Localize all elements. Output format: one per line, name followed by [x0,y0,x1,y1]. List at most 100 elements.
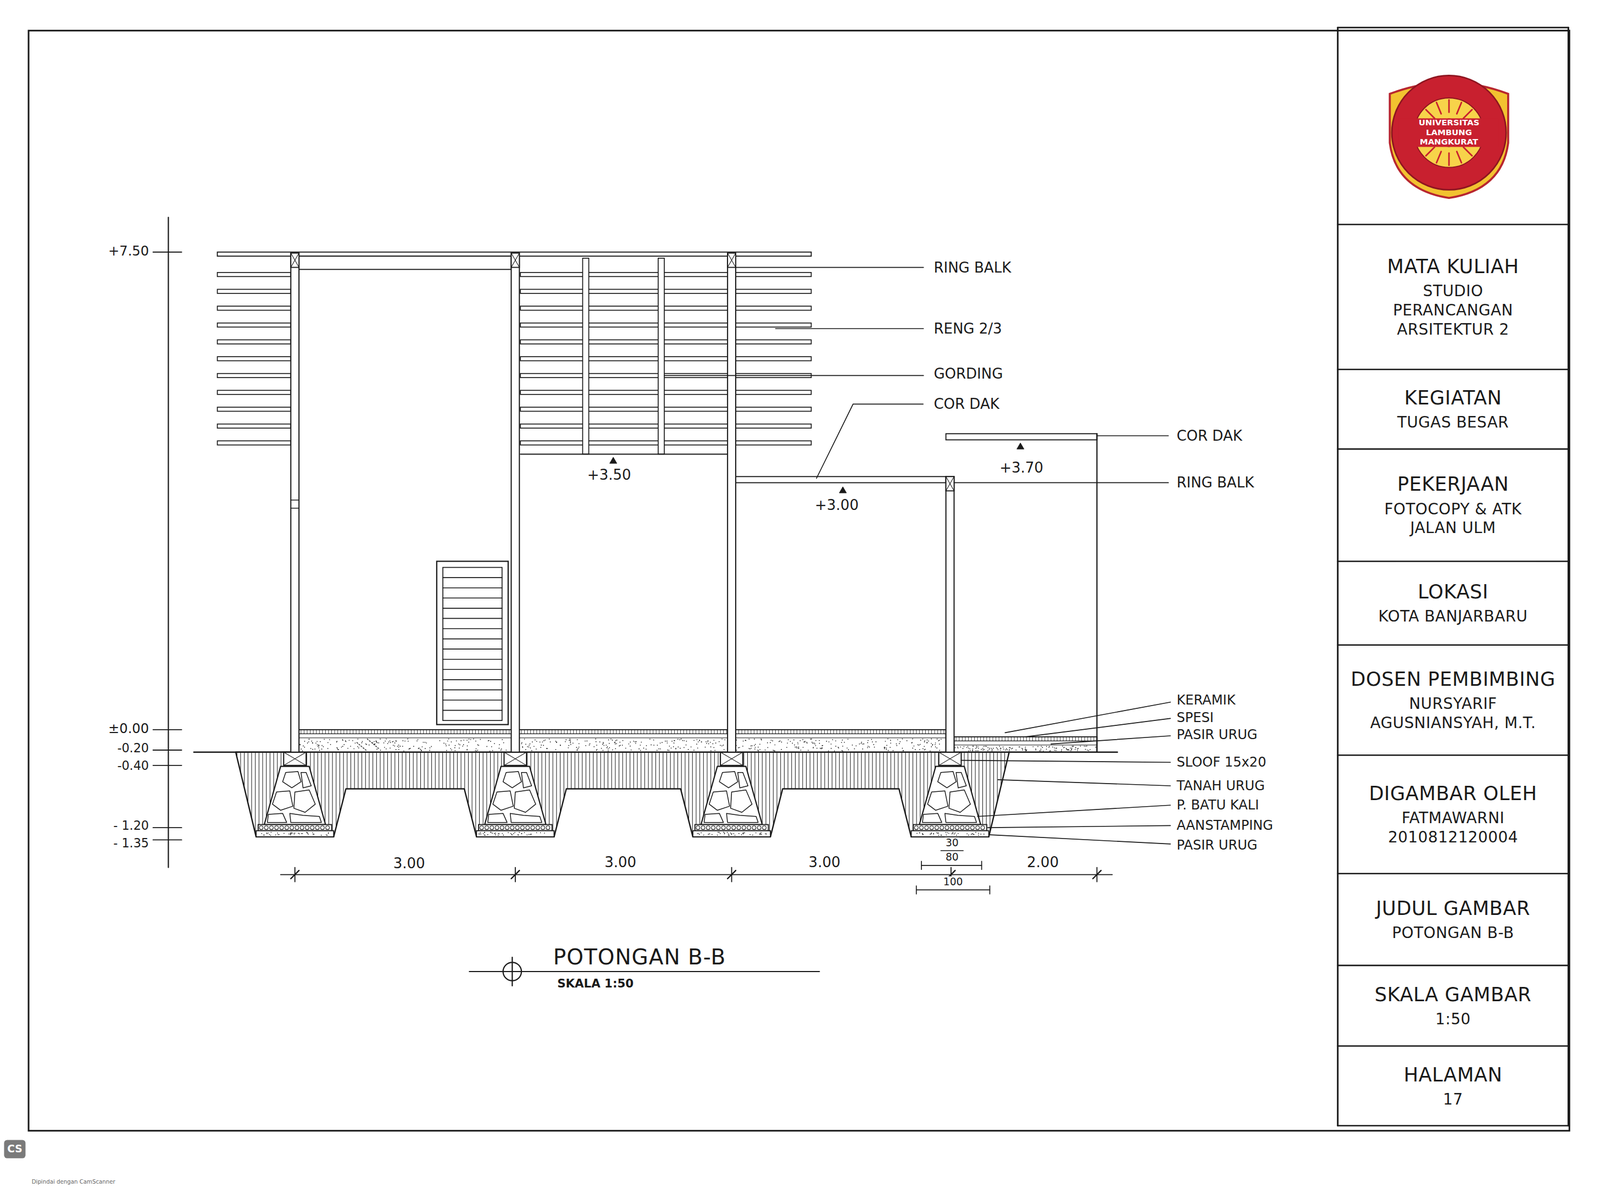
sand-dot [328,832,330,834]
sand-dot [847,749,849,751]
sand-dot [957,747,959,749]
sand-dot [487,834,489,836]
sand-dot [503,742,505,744]
sand-dot [675,748,677,750]
louvre-slat [442,709,503,711]
sand-dot [536,831,538,833]
sand-dot [357,746,359,748]
keramik-hatch [668,729,669,734]
keramik-hatch [800,729,801,734]
excavation-outline [235,752,1010,837]
foundation [256,752,334,837]
sand-dot [458,747,460,749]
sand-dot [420,750,422,752]
sand-dot [596,748,598,750]
aanstamping-stone [310,825,315,830]
sand-dot [749,748,751,750]
elevation-label: -0.20 [115,741,150,755]
logo-watermark-text: UNIVERSITAS LAMBUNG MANGKURAT [1398,118,1499,147]
keramik-hatch [398,729,400,734]
column [946,476,955,752]
sand-dot [389,740,391,742]
sand-dot [424,747,426,749]
sand-dot [628,743,630,745]
sand-dot [930,742,932,744]
dimension-label: 3.00 [603,854,638,871]
sand-dot [569,741,571,743]
keramik-hatch [998,736,1000,741]
keramik-hatch [457,729,458,734]
sand-dot [1084,745,1086,747]
sand-dot [614,743,616,745]
sand-dot [705,741,707,743]
sand-dot [493,832,496,835]
aanstamping-stone [701,825,705,830]
sand-dot [1040,748,1042,750]
title-block-line [1337,223,1569,226]
callout-label: RENG 2/3 [932,320,1003,337]
keramik-hatch [444,729,446,734]
sand-dot [1063,747,1065,749]
reng-slat [217,440,292,445]
keramik-hatch [469,729,470,734]
floor-layers [953,736,1097,753]
aanstamping-stone [485,825,490,830]
reng-slat [217,339,292,344]
keramik-hatch [921,729,923,734]
sand-dot [717,834,719,836]
floor-layers [298,729,946,753]
hatch-line [416,752,418,840]
hatch-line [475,752,476,840]
hatch-line [552,752,554,840]
sand-dot [710,750,712,752]
sand-dot [528,744,530,746]
sand-dot [477,749,479,751]
sand-dot [478,834,480,836]
sand-dot [924,740,926,742]
sand-dot [1021,749,1024,751]
sand-dot [336,740,338,742]
title-block-line [1337,368,1569,371]
sand-dot [754,748,756,750]
tanah-urug-hatch [229,752,1020,840]
keramik-hatch [879,729,880,734]
hatch-line [574,752,576,840]
stone [726,813,759,823]
keramik-hatch [465,729,467,734]
sand-dot [887,738,889,740]
sand-dot [869,746,871,748]
level-marker [839,486,847,493]
louvre-slat [442,689,503,691]
hatch-line [251,752,252,840]
sand-dot [530,747,532,749]
keramik-hatch [1038,736,1040,741]
hatch-line [636,752,638,840]
sand-dot [393,745,396,747]
sand-dot [828,741,830,743]
sand-dot [365,743,367,745]
sand-dot [1024,746,1026,748]
sand-dot [811,741,813,743]
sand-dot [858,743,860,745]
ceiling-line [520,453,728,455]
keramik-hatch [600,729,602,734]
cell-heading: MATA KULIAH [1386,254,1519,279]
callout-label: PASIR URUG [1175,837,1259,853]
elevation-tick [153,251,182,253]
aanstamping-stone [929,825,934,830]
sand-dot [707,740,709,742]
aanstamping-stone [510,825,515,830]
hatch-line [229,752,230,840]
sand-dot [266,832,268,835]
keramik-hatch [873,729,874,734]
leader-line [987,825,1171,828]
sand-dot [352,740,354,742]
sand-dot [1060,748,1063,750]
sand-dot [646,745,648,747]
sand-dot [475,748,477,750]
sand-dot [520,832,522,835]
batu-kali-footing [264,766,326,825]
sand-dot [548,738,550,740]
sand-dot [385,738,387,740]
sand-dot [539,741,541,743]
